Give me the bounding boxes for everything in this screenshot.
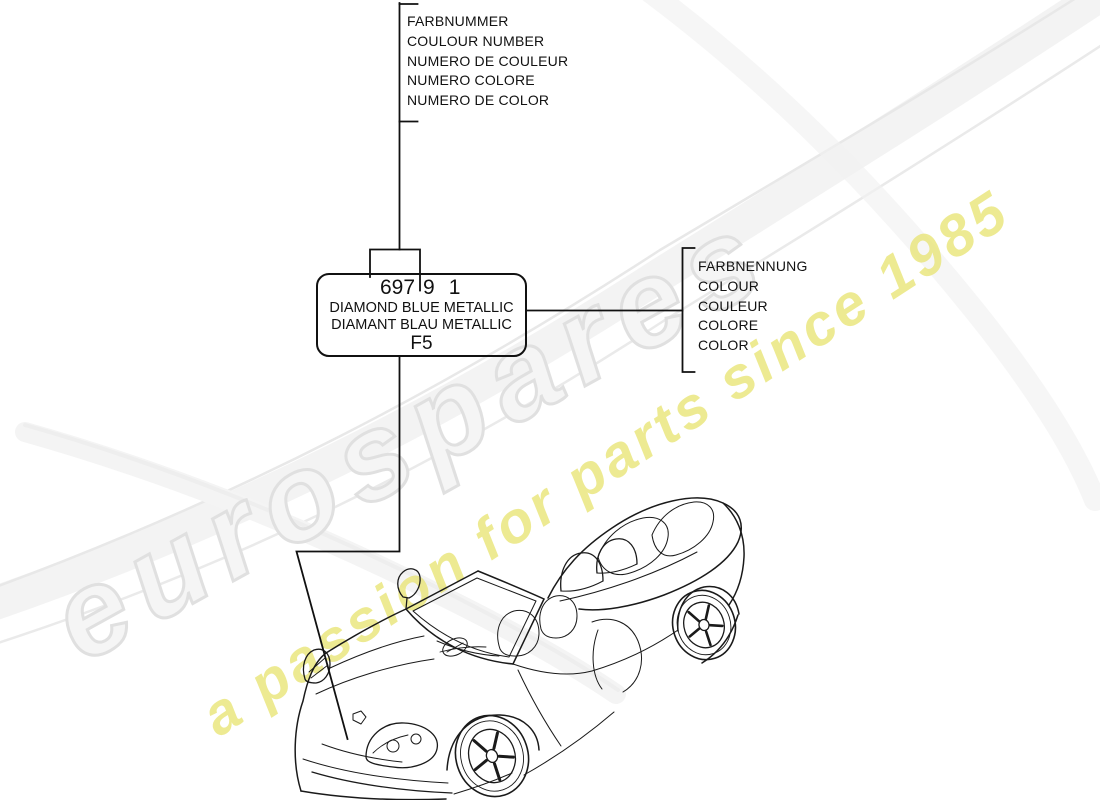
callout-lines <box>295 2 696 741</box>
color-name-label: FARBNENNUNG COLOUR COULEUR COLORE COLOR <box>698 257 808 356</box>
car-far-headlight <box>302 648 331 684</box>
paint-code-digit: 1 <box>448 276 461 299</box>
car-side-intake <box>591 618 642 693</box>
car-front-details <box>302 635 453 794</box>
car-roll-hoop <box>596 538 638 574</box>
label-line: COLOR <box>698 337 749 354</box>
swoosh-band-edge-upper <box>0 0 1076 587</box>
code-highlight-bracket <box>369 248 421 292</box>
paint-code-short: F5 <box>410 333 433 354</box>
car-front-wheel <box>454 714 530 798</box>
car-body-outline <box>294 497 745 800</box>
car-pointer-line <box>295 356 401 741</box>
car-steering-wheel <box>442 637 468 657</box>
label-line: COULEUR <box>698 297 768 314</box>
paint-label-box[interactable]: 697 9 1 DIAMOND BLUE METALLIC DIAMANT BL… <box>316 273 527 357</box>
color-number-label: FARBNUMMER COULOUR NUMBER NUMERO DE COUL… <box>407 12 568 111</box>
label-line: COLOUR <box>698 277 760 294</box>
paint-code-main: 697 <box>380 276 416 299</box>
car-rear-wheel <box>671 589 737 661</box>
car-cockpit <box>436 538 638 657</box>
car-illustration <box>294 497 745 800</box>
car-side-details <box>453 618 679 795</box>
car-rear-deck <box>559 501 715 602</box>
label-line: FARBNUMMER <box>407 13 509 29</box>
car-side-mirror <box>397 568 421 610</box>
paint-code-row: 697 9 1 <box>380 276 460 300</box>
paint-name-german: DIAMANT BLAU METALLIC <box>331 317 512 333</box>
swoosh-band-top-right <box>642 0 1100 511</box>
label-line: NUMERO DE COLOR <box>407 92 550 109</box>
car-seat <box>497 609 540 657</box>
label-line: NUMERO DE COULEUR <box>407 52 569 69</box>
label-line: FARBNENNUNG <box>698 258 808 274</box>
swoosh-band-wide <box>0 0 1100 620</box>
car-windshield <box>412 577 537 658</box>
swoosh-band-falling-edge <box>23 423 620 692</box>
swoosh-band-falling-soft <box>15 422 626 704</box>
label-line: COLORE <box>698 317 759 334</box>
car-near-headlight <box>365 722 438 769</box>
paint-name-english: DIAMOND BLUE METALLIC <box>329 300 514 316</box>
car-seat <box>539 595 578 639</box>
swoosh-band-edge-lower <box>0 44 1100 644</box>
label-line: NUMERO COLORE <box>407 72 535 89</box>
paint-code-digit: 9 <box>423 276 435 299</box>
label-line: COULOUR NUMBER <box>407 32 545 49</box>
car-hood-crest <box>352 710 367 725</box>
car-roll-hoop <box>560 552 604 592</box>
color-name-bracket <box>681 247 696 373</box>
